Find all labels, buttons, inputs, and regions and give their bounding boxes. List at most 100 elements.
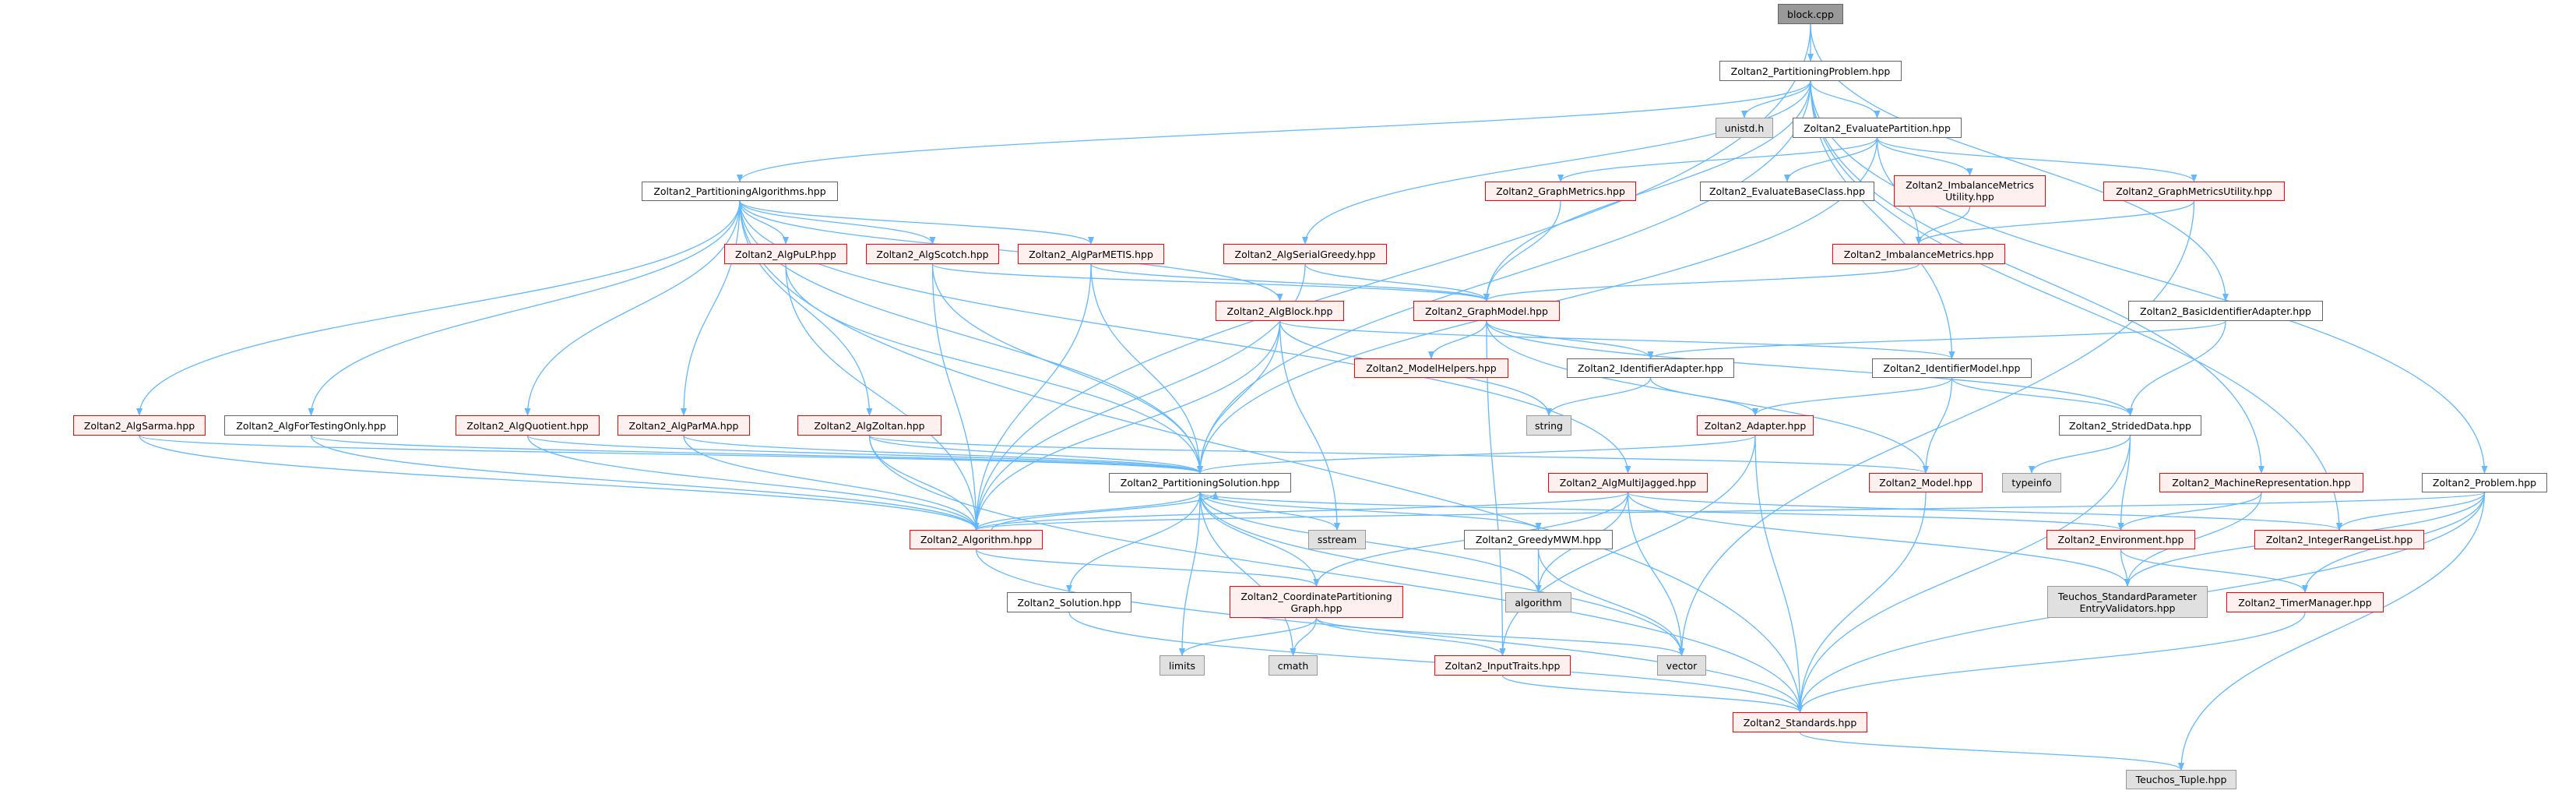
node-limits[interactable]: limits (1160, 655, 1205, 676)
edge-palgs-to-parma (681, 200, 741, 416)
edge-pprob-to-evalpart (1810, 80, 1881, 118)
node-pprob[interactable]: Zoltan2_PartitioningProblem.hpp (1719, 61, 1902, 81)
node-timer[interactable]: Zoltan2_TimerManager.hpp (2226, 592, 2384, 612)
edge-idmodel-to-strided (1951, 377, 2134, 416)
node-sarma[interactable]: Zoltan2_AlgSarma.hpp (73, 415, 206, 436)
edge-palgs-to-zoltan (739, 200, 873, 416)
node-intrange[interactable]: Zoltan2_IntegerRangeList.hpp (2254, 530, 2424, 549)
node-model[interactable]: Zoltan2_Model.hpp (1869, 473, 1983, 492)
node-teuchosspev[interactable]: Teuchos_StandardParameter EntryValidator… (2047, 586, 2208, 618)
node-machine[interactable]: Zoltan2_MachineRepresentation.hpp (2159, 473, 2363, 492)
node-graphmodel[interactable]: Zoltan2_GraphModel.hpp (1413, 301, 1560, 321)
edge-palgs-to-fortest (308, 200, 741, 416)
node-inputtraits[interactable]: Zoltan2_InputTraits.hpp (1434, 655, 1571, 676)
node-parma[interactable]: Zoltan2_AlgParMA.hpp (618, 415, 750, 436)
edge-graphmodel-to-strided (1486, 320, 2134, 416)
node-solution[interactable]: Zoltan2_Solution.hpp (1007, 592, 1131, 612)
node-idmodel[interactable]: Zoltan2_IdentifierModel.hpp (1872, 358, 2032, 378)
edge-env-to-teuchosspev (2120, 549, 2131, 587)
edge-palgs-to-standards (739, 200, 1804, 713)
node-gmutil[interactable]: Zoltan2_GraphMetricsUtility.hpp (2103, 182, 2285, 201)
node-greedy[interactable]: Zoltan2_GreedyMWM.hpp (1464, 530, 1613, 549)
node-string[interactable]: string (1526, 415, 1571, 436)
edge-basicid-to-strided (2127, 320, 2226, 416)
node-psol[interactable]: Zoltan2_PartitioningSolution.hpp (1109, 473, 1291, 492)
node-env[interactable]: Zoltan2_Environment.hpp (2046, 530, 2195, 549)
edge-zoltan-to-model (868, 435, 1929, 474)
edge-algorithm_h-to-psol (991, 492, 1219, 531)
edge-adapter-to-inputtraits (1499, 435, 1756, 656)
node-typeinfo[interactable]: typeinfo (2002, 473, 2061, 492)
edge-zoltan-to-psol (868, 435, 1203, 474)
edge-pprob-to-machine (1810, 80, 2265, 474)
edge-sgreedy-to-graphmodel (1304, 263, 1490, 302)
node-imb[interactable]: Zoltan2_ImbalanceMetrics.hpp (1832, 244, 2005, 264)
node-sgreedy[interactable]: Zoltan2_AlgSerialGreedy.hpp (1223, 244, 1387, 264)
edge-psol-to-vector (1199, 492, 1685, 656)
edge-algblock-to-sstream (1279, 320, 1340, 531)
node-evalbase[interactable]: Zoltan2_EvaluateBaseClass.hpp (1700, 182, 1874, 201)
edge-sarma-to-psol (139, 435, 1203, 474)
node-sstream[interactable]: sstream (1308, 530, 1366, 549)
edge-palgs-to-scotch (739, 200, 936, 245)
edge-graphmetrics-to-graphmodel (1483, 200, 1561, 302)
edge-problem-to-intrange (2336, 492, 2486, 531)
node-block[interactable]: block.cpp (1778, 4, 1843, 24)
edge-parma-to-algorithm_h (683, 435, 980, 531)
node-modelhelpers[interactable]: Zoltan2_ModelHelpers.hpp (1354, 358, 1508, 378)
node-zoltan[interactable]: Zoltan2_AlgZoltan.hpp (797, 415, 941, 436)
node-imbutil[interactable]: Zoltan2_ImbalanceMetrics Utility.hpp (1894, 175, 2046, 206)
edge-evalpart-to-imbutil (1876, 137, 1973, 176)
node-algorithm_h[interactable]: Zoltan2_Algorithm.hpp (910, 530, 1043, 549)
edge-machine-to-env (2117, 492, 2262, 531)
node-parmetis[interactable]: Zoltan2_AlgParMETIS.hpp (1018, 244, 1164, 264)
node-palgs[interactable]: Zoltan2_PartitioningAlgorithms.hpp (642, 182, 838, 201)
node-mj[interactable]: Zoltan2_AlgMultiJagged.hpp (1548, 473, 1708, 492)
edge-algblock-to-psol (1197, 320, 1281, 474)
edge-mj-to-algorithm_h (973, 492, 1629, 531)
edge-pprob-to-sgreedy (1302, 80, 1811, 245)
edge-cpg-to-limits (1179, 617, 1318, 656)
edge-fortest-to-psol (310, 435, 1203, 474)
edge-timer-to-standards (1797, 612, 2306, 713)
edge-graphmodel-to-idadapter (1486, 320, 1654, 359)
edge-psol-to-algorithm_h (973, 492, 1201, 531)
edge-pprob-to-unistd (1741, 80, 1811, 118)
edge-cpg-to-inputtraits (1315, 617, 1506, 656)
edge-parmetis-to-algorithm_h (973, 263, 1092, 531)
edge-graphmodel-to-modelhelpers (1428, 320, 1487, 359)
node-cpg[interactable]: Zoltan2_CoordinatePartitioning Graph.hpp (1230, 586, 1403, 618)
node-evalpart[interactable]: Zoltan2_EvaluatePartition.hpp (1793, 118, 1962, 138)
edge-strided-to-env (2117, 435, 2131, 531)
node-idadapter[interactable]: Zoltan2_IdentifierAdapter.hpp (1567, 358, 1734, 378)
node-problem[interactable]: Zoltan2_Problem.hpp (2422, 473, 2547, 492)
node-pulp[interactable]: Zoltan2_AlgPuLP.hpp (724, 244, 847, 264)
edge-adapter-to-psol (1197, 435, 1756, 474)
node-vector[interactable]: vector (1657, 655, 1706, 676)
node-basicid[interactable]: Zoltan2_BasicIdentifierAdapter.hpp (2128, 301, 2323, 321)
edge-algorithm_h-to-standards (975, 549, 1804, 713)
edge-inputtraits-to-standards (1501, 675, 1804, 713)
node-quotient[interactable]: Zoltan2_AlgQuotient.hpp (456, 415, 600, 436)
node-graphmetrics[interactable]: Zoltan2_GraphMetrics.hpp (1485, 182, 1636, 201)
edge-pprob-to-problem (1810, 80, 2488, 474)
node-unistd[interactable]: unistd.h (1716, 118, 1773, 138)
node-strided[interactable]: Zoltan2_StridedData.hpp (2059, 415, 2201, 436)
edge-greedy-to-vector (1537, 549, 1685, 656)
node-scotch[interactable]: Zoltan2_AlgScotch.hpp (866, 244, 999, 264)
edge-mj-to-teuchosspev (1627, 492, 2131, 587)
edge-basicid-to-idadapter (1647, 320, 2226, 359)
node-fortest[interactable]: Zoltan2_AlgForTestingOnly.hpp (224, 415, 398, 436)
node-adapter[interactable]: Zoltan2_Adapter.hpp (1697, 415, 1814, 436)
node-cmath[interactable]: cmath (1269, 655, 1318, 676)
edge-palgs-to-parmetis (739, 200, 1094, 245)
edge-evalpart-to-gmutil (1876, 137, 2198, 182)
node-standards[interactable]: Zoltan2_Standards.hpp (1733, 712, 1867, 732)
node-algorithm[interactable]: algorithm (1505, 592, 1571, 612)
edge-scotch-to-psol (931, 263, 1203, 474)
node-tuple[interactable]: Teuchos_Tuple.hpp (2126, 770, 2236, 789)
edge-graphmodel-to-inputtraits (1486, 320, 1506, 656)
node-algblock[interactable]: Zoltan2_AlgBlock.hpp (1216, 301, 1344, 321)
edge-palgs-to-quotient (524, 200, 741, 416)
